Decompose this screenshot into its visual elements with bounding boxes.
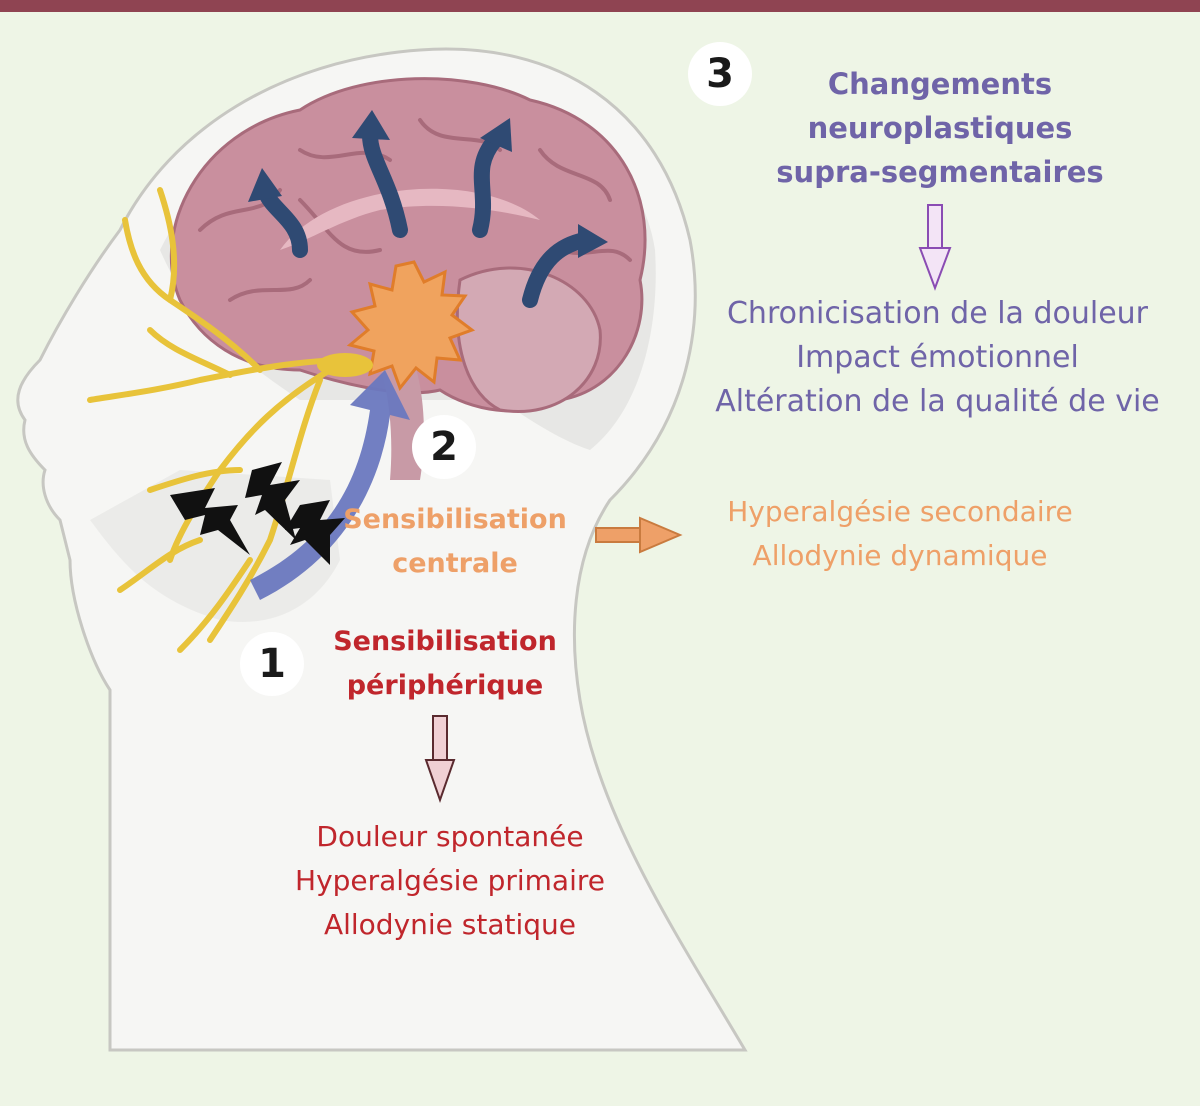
top-accent-bar: [0, 0, 1200, 12]
step-2-effects: Hyperalgésie secondaire Allodynie dynami…: [700, 490, 1100, 578]
step-2-effect: Allodynie dynamique: [752, 539, 1048, 572]
step-1-title-line1: Sensibilisation: [333, 626, 557, 657]
starburst-icon: [346, 260, 476, 392]
trigeminal-ganglion: [317, 353, 373, 377]
step-3-title-line3: supra-segmentaires: [776, 155, 1104, 189]
step-3-title-line2: neuroplastiques: [807, 111, 1073, 145]
corpus-callosum: [280, 188, 540, 250]
brain-arrows: [257, 127, 593, 308]
step-3-title-line1: Changements: [827, 67, 1053, 101]
step-3-effect: Chronicisation de la douleur: [726, 296, 1149, 331]
arrow-supra-to-effects: [918, 204, 952, 291]
step-1-effect: Hyperalgésie primaire: [295, 864, 605, 897]
brain-arrowheads: [248, 110, 608, 258]
flow-arrow: [250, 370, 410, 600]
step-1-effect: Allodynie statique: [323, 908, 577, 941]
step-3-effect: Altération de la qualité de vie: [715, 384, 1160, 419]
step-2-effect: Hyperalgésie secondaire: [727, 495, 1073, 528]
step-1-title-line2: périphérique: [346, 670, 544, 701]
step-3-badge: 3: [688, 42, 752, 106]
step-2-title: Sensibilisation centrale: [335, 498, 575, 586]
brain-folds: [198, 118, 632, 302]
step-1-effect: Douleur spontanée: [316, 820, 584, 853]
step-1-title: Sensibilisation périphérique: [320, 620, 570, 708]
arrow-central-to-effects: [595, 516, 683, 554]
step-3-title: Changements neuroplastiques supra-segmen…: [760, 62, 1120, 194]
step-1-badge: 1: [240, 632, 304, 696]
step-3-effect: Impact émotionnel: [796, 340, 1079, 375]
step-2-title-line2: centrale: [392, 548, 518, 579]
step-2-badge: 2: [412, 415, 476, 479]
trigeminal-nerve-illustration: [87, 187, 353, 653]
lightning-bolt-icon: [170, 462, 345, 565]
step-1-effects: Douleur spontanée Hyperalgésie primaire …: [270, 815, 630, 947]
arrow-peripheral-to-effects: [424, 715, 456, 804]
step-2-title-line1: Sensibilisation: [343, 504, 567, 535]
step-3-effects: Chronicisation de la douleur Impact émot…: [700, 292, 1175, 424]
